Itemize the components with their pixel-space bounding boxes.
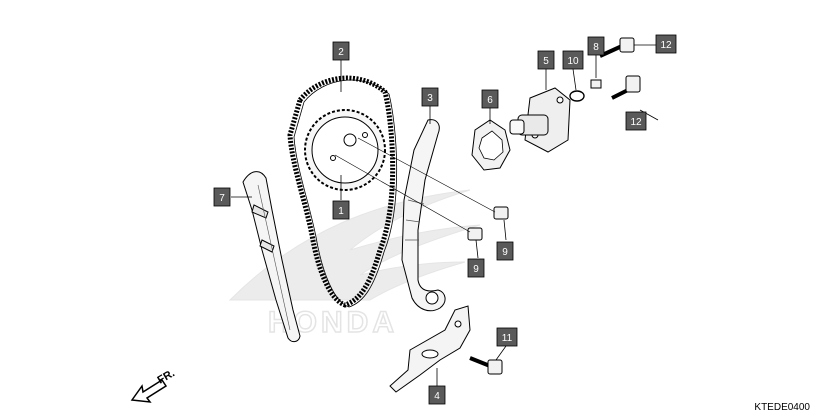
callout-4-label: 4 — [434, 391, 440, 402]
part-8-sealing-bolt — [590, 79, 602, 89]
part-4-bracket — [389, 305, 471, 393]
callout-1: 1 — [332, 200, 350, 220]
callout-3: 3 — [421, 87, 439, 107]
part-7-chain-guide — [242, 171, 301, 343]
part-1-cam-sprocket — [304, 109, 386, 191]
part-3-tensioner-arm — [401, 119, 446, 312]
callout-10: 10 — [562, 50, 584, 70]
part-12-bolt-upper — [599, 37, 635, 58]
callout-11-label: 11 — [502, 333, 513, 344]
callout-7: 7 — [213, 187, 231, 207]
part-9-bolt-left — [467, 227, 483, 241]
callout-8: 8 — [587, 36, 605, 56]
front-direction-arrow: FR. — [130, 367, 177, 403]
callout-9-upper: 9 — [496, 241, 514, 261]
part-10-o-ring — [569, 90, 585, 102]
callout-12-lower-label: 12 — [630, 117, 642, 128]
sprocket-center-hole — [343, 133, 357, 147]
diagram-code: KTEDE0400 — [754, 402, 810, 413]
callout-5: 5 — [537, 50, 555, 70]
callout-8-label: 8 — [593, 42, 599, 53]
callout-7-label: 7 — [219, 193, 225, 204]
callout-9-lower-label: 9 — [473, 264, 479, 275]
callout-1-label: 1 — [338, 206, 344, 217]
callout-9-lower: 9 — [467, 258, 485, 278]
callout-4: 4 — [428, 385, 446, 405]
part-2-cam-chain — [287, 75, 398, 308]
part-12-bolt-lower — [611, 75, 641, 100]
part-11-bolt — [469, 356, 503, 375]
callout-11: 11 — [496, 327, 518, 347]
callout-10-label: 10 — [567, 56, 579, 67]
callout-3-label: 3 — [427, 93, 433, 104]
callout-6-label: 6 — [487, 95, 493, 106]
callout-9-upper-label: 9 — [502, 247, 508, 258]
callout-2: 2 — [332, 41, 350, 61]
callout-6: 6 — [481, 89, 499, 109]
arrow-icon — [130, 378, 168, 403]
direction-label: FR. — [156, 367, 177, 386]
callout-12-upper-label: 12 — [660, 40, 672, 51]
callout-2-label: 2 — [338, 47, 344, 58]
callout-12-lower: 12 — [625, 111, 647, 131]
callout-5-label: 5 — [543, 56, 549, 67]
part-5-tensioner-lifter — [509, 87, 571, 153]
part-6-gasket — [471, 119, 511, 171]
part-9-bolt-right — [493, 206, 509, 220]
callout-12-upper: 12 — [655, 34, 677, 54]
